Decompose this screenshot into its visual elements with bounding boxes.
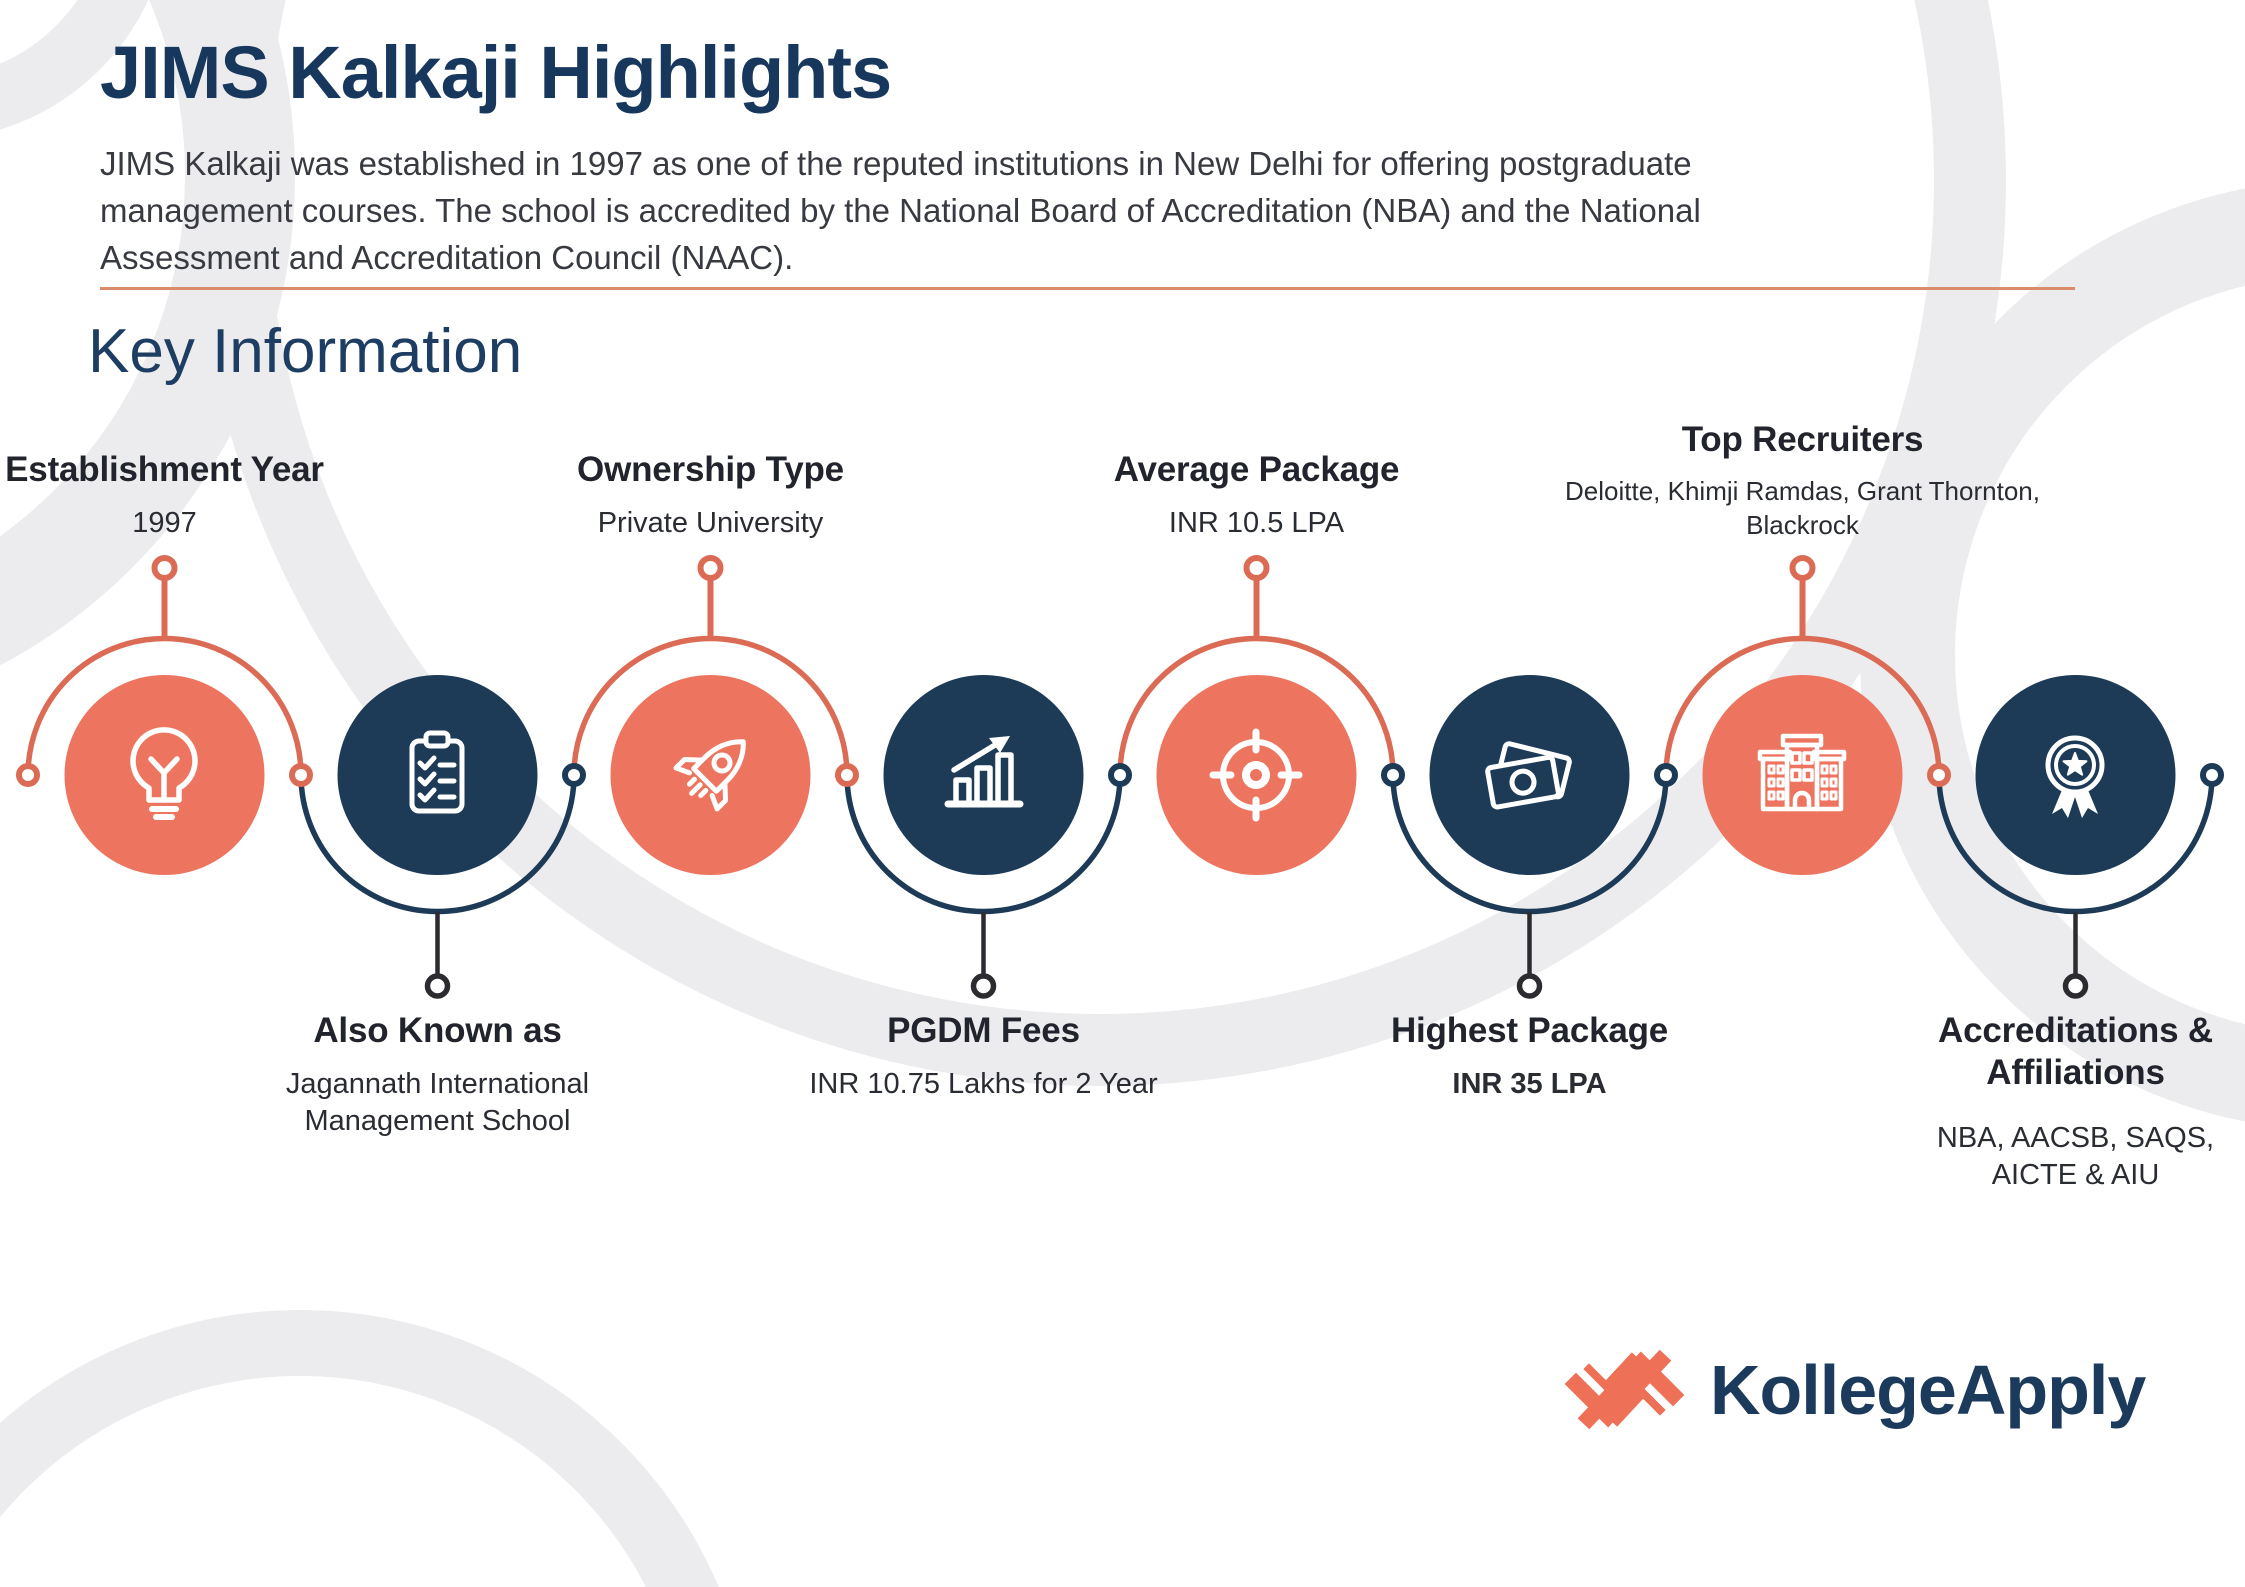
item-value: INR 10.5 LPA bbox=[1168, 506, 1345, 539]
timeline-arc-graphic bbox=[571, 555, 850, 875]
item-value: Jagannath International Management Schoo… bbox=[285, 1068, 590, 1138]
timeline-arc-graphic bbox=[298, 675, 577, 999]
timeline-node bbox=[289, 763, 313, 787]
description-line: management courses. The school is accred… bbox=[100, 192, 1701, 229]
brand-name: KollegeApply bbox=[1710, 1350, 2146, 1429]
item-label: PGDM Fees INR 10.75 Lakhs for 2 Year bbox=[784, 1010, 1184, 1103]
timeline-node bbox=[1654, 763, 1678, 787]
target-icon bbox=[1209, 728, 1303, 822]
kollegeapply-logo-icon bbox=[1564, 1349, 1685, 1430]
item-value: INR 10.75 Lakhs for 2 Year bbox=[809, 1068, 1158, 1100]
item-label: Highest Package INR 35 LPA bbox=[1330, 1010, 1730, 1103]
timeline-node bbox=[1381, 763, 1405, 787]
item-value: INR 35 LPA bbox=[1452, 1068, 1607, 1100]
item-label: Average Package INR 10.5 LPA bbox=[1057, 390, 1457, 542]
timeline-item-top-recruiters: Top Recruiters Deloitte, Khimji Ramdas, … bbox=[1565, 390, 2040, 1250]
item-title: Establishment Year bbox=[5, 449, 324, 489]
building-icon bbox=[1757, 733, 1847, 812]
clipboard-checklist-icon bbox=[409, 730, 465, 814]
item-value: Deloitte, Khimji Ramdas, Grant Thornton,… bbox=[1565, 476, 2040, 540]
section-heading: Key Information bbox=[88, 317, 523, 386]
timeline-arc-graphic bbox=[1117, 555, 1396, 875]
timeline-item-ownership-type: Ownership Type Private University bbox=[571, 390, 850, 1250]
brand-logo: KollegeApply bbox=[1557, 1322, 2146, 1457]
timeline-node bbox=[2200, 763, 2224, 787]
background-arc bbox=[0, 1310, 755, 1587]
timeline-node bbox=[562, 763, 586, 787]
item-label: Also Known as Jagannath International Ma… bbox=[238, 1010, 638, 1140]
timeline-arc-graphic bbox=[844, 675, 1123, 999]
item-title: Ownership Type bbox=[577, 449, 844, 489]
timeline-item-also-known-as: Also Known as Jagannath International Ma… bbox=[286, 390, 589, 1250]
timeline-arc-graphic bbox=[1936, 675, 2215, 999]
growth-chart-icon bbox=[944, 736, 1024, 808]
item-value: NBA, AACSB, SAQS, AICTE & AIU bbox=[1936, 1122, 2215, 1192]
lightbulb-icon bbox=[130, 727, 198, 820]
item-label: Ownership Type Private University bbox=[511, 390, 911, 542]
item-label: Accreditations & Affiliations NBA, AACSB… bbox=[1896, 1010, 2245, 1194]
timeline-node bbox=[16, 763, 40, 787]
money-icon bbox=[1485, 741, 1572, 810]
timeline-item-pgdm-fees: PGDM Fees INR 10.75 Lakhs for 2 Year bbox=[809, 390, 1158, 1250]
timeline-item-establishment-year: Establishment Year 1997 bbox=[5, 390, 324, 1250]
timeline-node bbox=[1108, 763, 1132, 787]
item-title: Accreditations & Affiliations bbox=[1938, 1011, 2213, 1092]
item-value: 1997 bbox=[132, 506, 197, 539]
timeline-node bbox=[835, 763, 859, 787]
item-title: PGDM Fees bbox=[887, 1011, 1080, 1050]
description-line: Assessment and Accreditation Council (NA… bbox=[100, 239, 794, 276]
item-title: Top Recruiters bbox=[1681, 420, 1924, 460]
timeline-item-accreditations: Accreditations & Affiliations NBA, AACSB… bbox=[1936, 390, 2215, 1250]
page-description: JIMS Kalkaji was established in 1997 as … bbox=[100, 140, 1701, 281]
item-title: Average Package bbox=[1113, 449, 1400, 489]
divider-line bbox=[100, 287, 2075, 290]
item-label: Top Recruiters Deloitte, Khimji Ramdas, … bbox=[1553, 390, 2053, 542]
item-value: Private University bbox=[597, 506, 824, 539]
award-ribbon-icon bbox=[2045, 735, 2105, 818]
timeline-item-highest-package: Highest Package INR 35 LPA bbox=[1390, 390, 1669, 1250]
page-title: JIMS Kalkaji Highlights bbox=[100, 31, 892, 114]
item-title: Highest Package bbox=[1390, 1011, 1669, 1050]
timeline-node bbox=[1927, 763, 1951, 787]
item-label: Establishment Year 1997 bbox=[0, 390, 365, 542]
item-title: Also Known as bbox=[313, 1011, 562, 1050]
timeline-item-average-package: Average Package INR 10.5 LPA bbox=[1114, 390, 1400, 1250]
description-line: JIMS Kalkaji was established in 1997 as … bbox=[100, 145, 1692, 182]
rocket-icon bbox=[673, 739, 746, 812]
